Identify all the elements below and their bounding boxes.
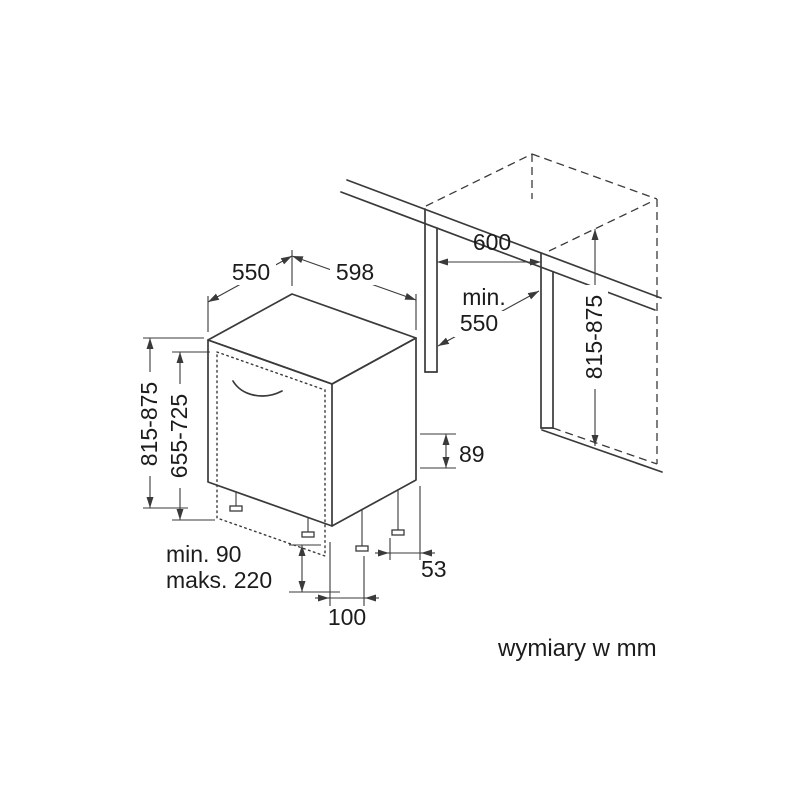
label-plinth-max: maks. 220 [166,567,272,593]
label-appliance-height: 815-875 [136,382,162,466]
door-handle [232,380,283,397]
dim-niche-depth: min. 550 [437,284,540,347]
label-plinth-min: min. 90 [166,541,241,567]
label-niche-height: 815-875 [581,295,607,379]
dim-niche-height: 815-875 [581,229,608,446]
dim-appliance-height: 815-875 [136,337,204,509]
label-niche-depth: 550 [460,310,498,336]
niche-side-panel-left [424,208,438,373]
niche-floor-line [541,429,663,473]
label-niche-width: 600 [473,229,511,255]
dim-front-foot-offset: 100 [315,542,379,630]
label-niche-depth-prefix: min. [462,284,505,310]
label-rear-foot-offset: 53 [421,556,447,582]
label-front-foot-offset: 100 [328,604,366,630]
label-front-panel-height: 655-725 [166,394,192,478]
dim-base-height: 89 [420,433,485,469]
dim-appliance-depth: 550 [207,250,293,332]
dim-front-panel-height: 655-725 [166,351,215,521]
dim-appliance-width: 598 [291,255,417,330]
dishwasher-body [207,293,417,527]
niche-dashed-outline [425,153,658,465]
dim-rear-foot-offset: 53 [375,486,447,582]
adjustable-feet [229,490,405,552]
niche-side-panel-right [540,252,554,429]
dim-plinth-height: min. 90 maks. 220 [166,541,340,593]
dim-niche-width: 600 [437,229,541,266]
label-base-height: 89 [459,441,485,467]
dishwasher-door-panel-dotted [216,351,326,557]
label-appliance-depth: 550 [232,259,270,285]
label-appliance-width: 598 [336,259,374,285]
caption-units: wymiary w mm [497,635,657,662]
